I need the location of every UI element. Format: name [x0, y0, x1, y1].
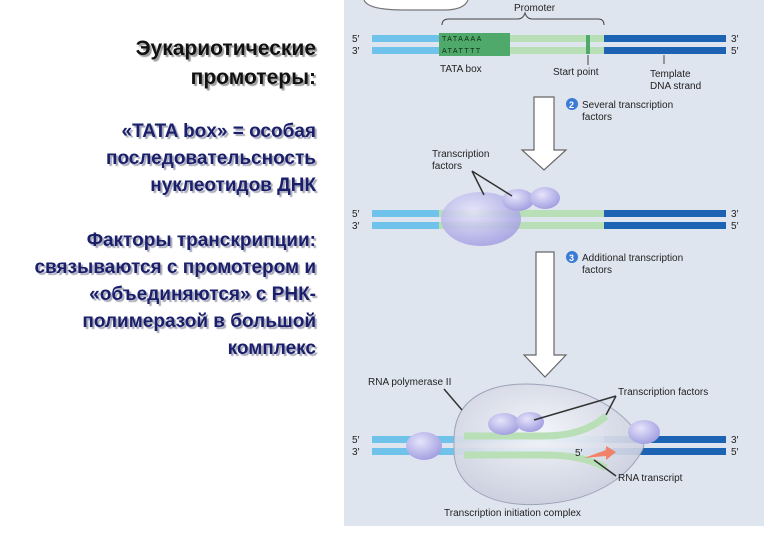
transcription-factors-label-3: Transcription factors: [618, 387, 708, 398]
dna-stage-2: [372, 210, 726, 229]
transcription-factor-blob: [628, 420, 660, 444]
three-prime-label: 3′: [731, 209, 739, 220]
transcription-factors-definition: Факторы транскрипции: связываются с пром…: [34, 230, 316, 359]
five-prime-label: 5′: [731, 46, 739, 57]
promoter-region-top: [439, 210, 604, 217]
tf-pointer-lines: [471, 170, 513, 197]
template-region-bottom: [604, 448, 726, 455]
transcription-diagram: TATAAAA ATATTTT 5′ 3′ 3′ 5′ Promoter TAT…: [352, 0, 739, 519]
step-3-marker: [566, 251, 578, 263]
promoter-region-top: [439, 35, 604, 42]
top-bubble: [363, 0, 469, 11]
complex-label: Transcription initiation complex: [444, 508, 581, 519]
five-prime-label: 5′: [352, 435, 360, 446]
template-region-bottom: [604, 222, 726, 229]
step-3-line-1: Additional transcription: [582, 253, 683, 264]
five-prime-label: 5′: [575, 448, 583, 459]
three-prime-label: 3′: [731, 435, 739, 446]
tf-pointer-line: [605, 395, 617, 416]
three-prime-label: 3′: [352, 447, 360, 458]
down-arrow-1: [520, 96, 568, 171]
transcription-factor-blob: [488, 413, 520, 435]
transcription-factors-label-2: factors: [432, 161, 462, 172]
step-2-marker: [566, 98, 578, 110]
three-prime-label: 3′: [352, 46, 360, 57]
dna-strand-label: DNA strand: [650, 81, 701, 92]
tf-pointer-line-2: [533, 395, 617, 421]
step-3-line-2: factors: [582, 265, 612, 276]
dna-stage-1: [372, 33, 726, 56]
tata-box-definition: «TATA box» = особая последовательсность …: [105, 121, 316, 196]
step-2-line-2: factors: [582, 112, 612, 123]
step-3-number: 3: [569, 253, 574, 263]
transcription-factor-blob: [530, 187, 560, 209]
transcription-factor-blob: [406, 432, 442, 460]
start-point-label: Start point: [553, 67, 599, 78]
rna-polymerase-label: RNA polymerase II: [368, 377, 451, 388]
template-region-top: [604, 35, 726, 42]
promoter-region-bottom: [439, 47, 604, 54]
five-prime-label: 5′: [731, 221, 739, 232]
rna-transcript: [584, 446, 616, 460]
template-region-bottom: [604, 47, 726, 54]
start-point-mark: [586, 35, 590, 54]
transcription-factors-label: Transcription: [432, 149, 489, 160]
tata-box: [439, 33, 510, 56]
tata-top-sequence: TATAAAA: [442, 36, 483, 43]
step-2-line-1: Several transcription: [582, 100, 673, 111]
promoter-label: Promoter: [514, 3, 556, 14]
rna-pol-pointer: [443, 388, 463, 411]
rna-pointer-line: [593, 459, 617, 477]
promoter-bracket: [441, 11, 605, 26]
figure-panel: TATAAAA ATATTTT 5′ 3′ 3′ 5′ Promoter TAT…: [344, 0, 764, 526]
three-prime-label: 3′: [731, 34, 739, 45]
three-prime-label: 3′: [352, 221, 360, 232]
template-region-top: [604, 210, 726, 217]
tata-bottom-sequence: ATATTTT: [442, 48, 482, 55]
template-region-top: [604, 436, 726, 443]
transcription-factor-blob: [441, 192, 521, 246]
five-prime-label: 5′: [731, 447, 739, 458]
slide-title: Эукариотические промотеры:: [135, 37, 316, 89]
step-2-number: 2: [569, 100, 574, 110]
five-prime-label: 5′: [352, 209, 360, 220]
slide-text: Эукариотические промотеры: «TATA box» = …: [18, 34, 316, 362]
rna-transcript-label: RNA transcript: [618, 473, 683, 484]
promoter-region-bottom: [439, 222, 604, 229]
transcription-factor-blob: [516, 412, 544, 432]
template-label: Template: [650, 69, 691, 80]
rna-polymerase-complex: [453, 383, 645, 506]
tata-box-label: TATA box: [440, 64, 482, 75]
down-arrow-2: [522, 251, 568, 378]
five-prime-label: 5′: [352, 34, 360, 45]
